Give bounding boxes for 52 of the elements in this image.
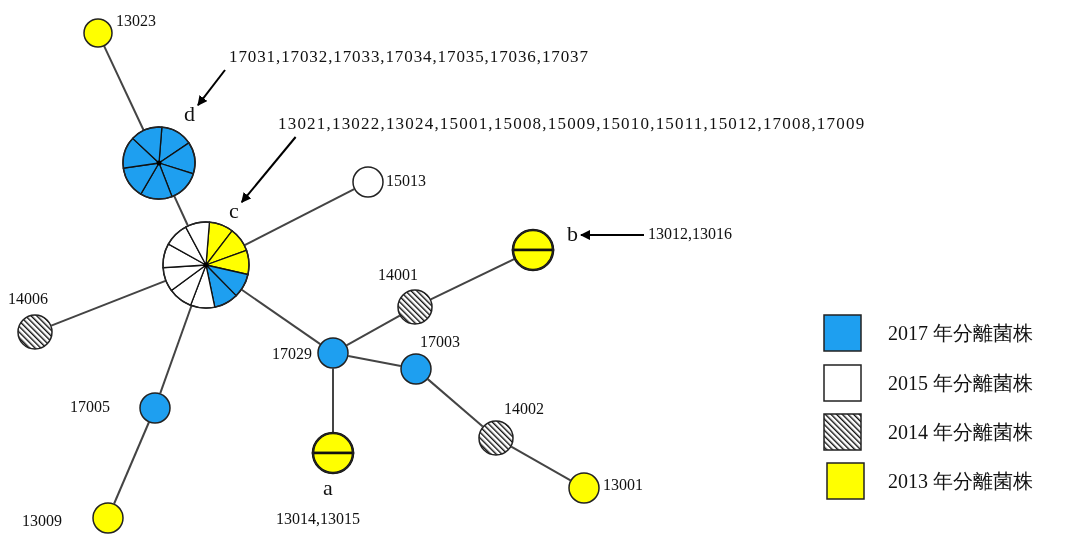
legend-label: 2015 年分離菌株 — [888, 371, 1033, 396]
strain-node-circle — [400, 353, 432, 385]
strain-number: 17029 — [272, 345, 312, 363]
group-letter: d — [184, 103, 195, 125]
strain-node-circle — [317, 337, 349, 369]
pie-node-circle — [122, 126, 196, 200]
connector-line — [429, 257, 516, 301]
strain-number: 13009 — [22, 512, 62, 530]
strain-number: 17003 — [420, 333, 460, 351]
strain-node-circle — [92, 502, 124, 534]
connector-line — [103, 45, 145, 131]
legend-label: 2013 年分離菌株 — [888, 469, 1033, 494]
strain-number: 14002 — [504, 400, 544, 418]
legend-label: 2014 年分離菌株 — [888, 420, 1033, 445]
group-letter: a — [323, 477, 333, 499]
connector-line — [510, 445, 572, 482]
legend-label: 2017 年分離菌株 — [888, 321, 1033, 346]
connector-line — [50, 279, 167, 327]
strain-number-list: 13021,13022,13024,15001,15008,15009,15010,15011,15012,17008,17009 — [278, 114, 866, 134]
connector-line — [347, 354, 402, 368]
connector-line — [159, 304, 193, 395]
strain-number: 15013 — [386, 172, 426, 190]
connector-line — [345, 314, 401, 347]
connector-line — [332, 367, 334, 434]
strain-number-list: 17031,17032,17033,17034,17035,17036,17037 — [229, 47, 589, 67]
strain-number: 14001 — [378, 266, 418, 284]
strain-node-circle — [478, 420, 514, 456]
arrow — [197, 69, 226, 107]
strain-node-circle — [83, 18, 113, 48]
group-letter: b — [567, 223, 578, 245]
group-letter: c — [229, 200, 239, 222]
strain-node-circle — [139, 392, 171, 424]
strain-node-circle — [17, 314, 53, 350]
connector-line — [113, 421, 150, 505]
strain-number: 14006 — [8, 290, 48, 308]
strain-number: 13023 — [116, 12, 156, 30]
strain-node-circle — [352, 166, 384, 198]
strain-node-circle — [397, 289, 433, 325]
arrow — [580, 230, 645, 241]
strain-number-list: 13012,13016 — [648, 225, 732, 243]
strain-number: 13001 — [603, 476, 643, 494]
connector-line — [426, 378, 484, 428]
strain-number: 17005 — [70, 398, 110, 416]
pie-node-circle — [311, 431, 355, 475]
connector-line — [243, 188, 356, 247]
strain-number: 13014,13015 — [276, 510, 360, 528]
connector-line — [240, 288, 322, 346]
arrow — [240, 136, 297, 204]
pie-node-circle — [511, 228, 555, 272]
strain-node-circle — [568, 472, 600, 504]
pie-node-circle — [162, 221, 250, 309]
connector-line — [173, 195, 189, 227]
